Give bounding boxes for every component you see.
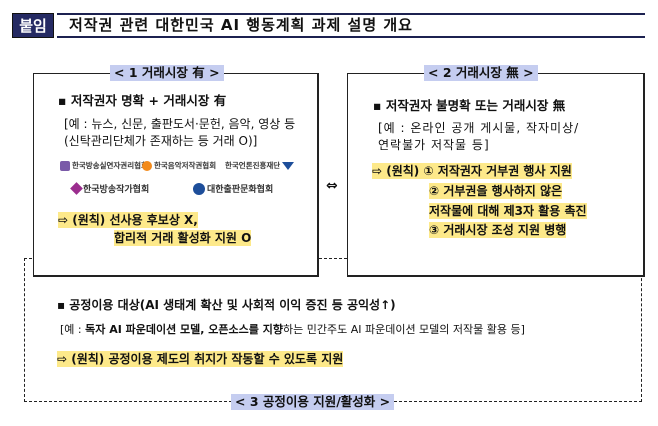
fair-use-example: [예 : 독자 AI 파운데이션 모델, 오픈소스를 지향하는 민간주도 AI … xyxy=(60,323,525,336)
broadcast-writers-icon xyxy=(70,182,83,195)
logo-broadcast-writers: 한국방송작가협회 xyxy=(70,182,149,195)
market-absent-principle-2: ② 거부권을 행사하지 않은 xyxy=(429,183,563,199)
market-exists-example-2: (신탁관리단체가 존재하는 등 거래 O)] xyxy=(64,134,258,148)
publishers-association-icon xyxy=(193,182,205,195)
market-absent-tag: < 2 거래시장 無 > xyxy=(424,65,538,81)
market-exists-example-1: [예 : 뉴스, 신문, 출판도서·문헌, 음악, 영상 등 xyxy=(64,117,296,131)
appendix-badge: 붙임 xyxy=(12,13,54,38)
market-exists-principle-2: 합리적 거래 활성화 지원 O xyxy=(114,230,252,246)
market-exists-heading: ▪ 저작권자 명확 + 거래시장 有 xyxy=(58,93,227,108)
market-absent-heading: ▪ 저작권자 불명확 또는 거래시장 無 xyxy=(373,98,566,113)
market-absent-principle-1: ⇨ (원칙) ① 저작권자 거부권 행사 지원 xyxy=(372,163,572,179)
market-exists-tag: < 1 거래시장 有 > xyxy=(110,65,224,81)
fair-use-heading: ▪ 공정이용 대상(AI 생태계 확산 및 사회적 이익 증진 등 공익성↑) xyxy=(57,298,396,312)
broadcast-performers-icon xyxy=(60,160,70,171)
press-foundation-icon xyxy=(282,161,295,170)
logo-broadcast-performers: 한국방송실연자권리협회 xyxy=(60,160,148,171)
logo-komca: 한국음악저작권협회 xyxy=(142,160,216,171)
market-exists-principle-1: ⇨ (원칙) 선사용 후보상 X, xyxy=(58,212,198,228)
bidirectional-arrow-icon: ⇔ xyxy=(326,178,338,194)
komca-icon xyxy=(142,160,152,171)
page-title: 저작권 관련 대한민국 AI 행동계획 과제 설명 개요 xyxy=(57,13,645,38)
fair-use-principle: ⇨ (원칙) 공정이용 제도의 취지가 작동할 수 있도록 지원 xyxy=(57,351,344,367)
market-absent-principle-4: ③ 거래시장 조성 지원 병행 xyxy=(429,222,567,238)
market-absent-example-1: [예 : 온라인 공개 게시물, 작자미상/ xyxy=(378,121,580,135)
logo-press-foundation: 한국언론진흥재단 xyxy=(225,160,295,171)
market-absent-example-2: 연락불가 저작물 등] xyxy=(378,138,490,152)
fair-use-tag: < 3 공정이용 지원/활성화 > xyxy=(231,394,395,410)
organization-logos: 한국방송실연자권리협회 한국음악저작권협회 한국언론진흥재단 한국방송작가협회 … xyxy=(60,160,295,200)
logo-publishers-association: 대한출판문화협회 xyxy=(193,182,273,195)
market-absent-principle-3: 저작물에 대해 제3자 활용 촉진 xyxy=(429,203,587,219)
